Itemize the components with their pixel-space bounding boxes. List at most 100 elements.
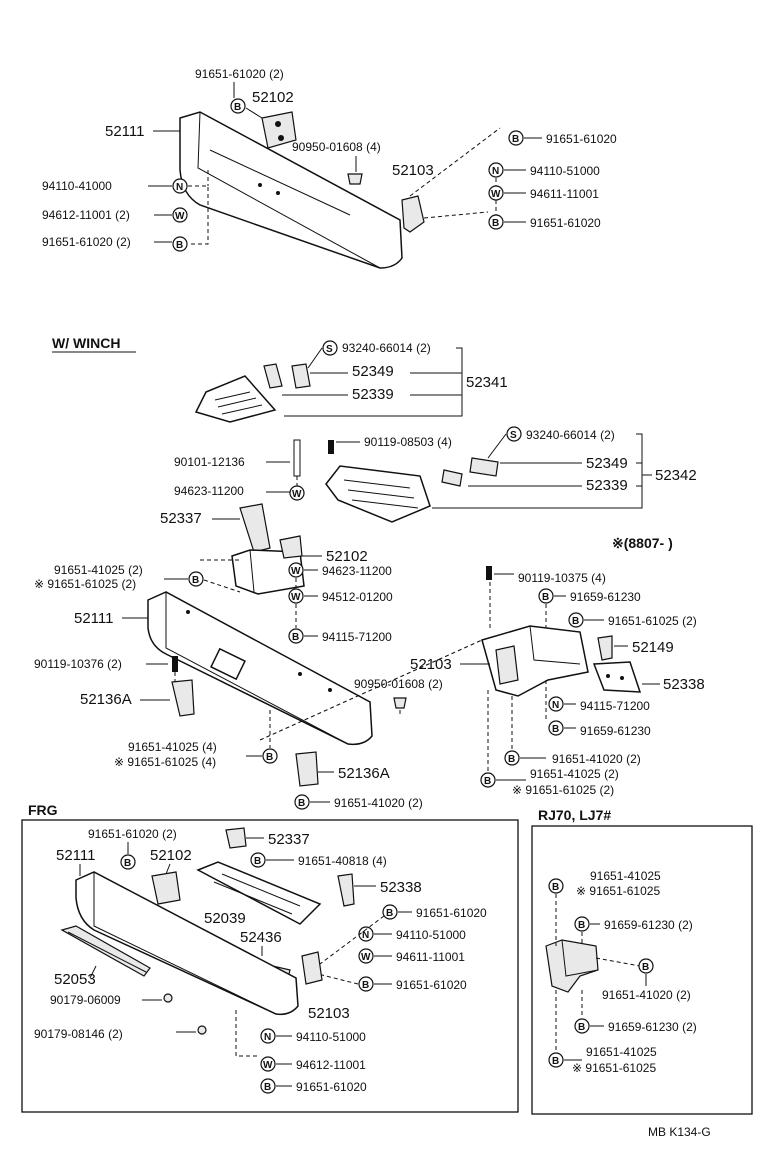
label-frg-washer-11001: 94611-11001 (396, 950, 465, 964)
winch-title: W/ WINCH (52, 335, 120, 351)
label-bolt-91651-41020-2: 91651-41020 (2) (552, 752, 641, 766)
svg-text:W: W (292, 489, 302, 500)
rj70-frame (531, 825, 753, 1115)
label-52111-winch: 52111 (74, 610, 114, 627)
label-frg-bolt-61020-2: 91651-61020 (2) (88, 827, 177, 841)
label-bolt-41025-2: 91651-41025 (2) (54, 563, 143, 577)
label-52111: 52111 (105, 123, 145, 140)
label-bolt-91651-61025-2b: ※ 91651-61025 (2) (512, 783, 614, 797)
svg-text:S: S (326, 344, 333, 355)
label-bolt-r1: 91651-61020 (546, 132, 617, 146)
label-bolt-52102: 91651-61020 (2) (195, 67, 284, 81)
label-rj-bolt-41025: 91651-41025 (590, 869, 661, 883)
skid-plate-52039 (196, 861, 322, 925)
label-bolt-90119-10375: 90119-10375 (4) (518, 571, 606, 585)
label-rj-bolt-91659-a: 91659-61230 (2) (604, 918, 693, 932)
label-nut-94115: 94115-71200 (580, 699, 650, 713)
svg-text:B: B (362, 980, 369, 991)
label-frg-52102: 52102 (150, 847, 192, 864)
footer-code: MB K134-G (648, 1125, 711, 1139)
label-plug-2: 90950-01608 (2) (354, 677, 443, 691)
bolt-symbol (230, 98, 246, 114)
svg-text:B: B (484, 776, 491, 787)
svg-text:B: B (386, 908, 393, 919)
svg-text:W: W (491, 189, 501, 200)
bracket-52337 (239, 503, 271, 553)
label-washer-94512: 94512-01200 (322, 590, 393, 604)
label-bolt-90119-10376: 90119-10376 (2) (34, 657, 122, 671)
label-frg-bolt-40818: 91651-40818 (4) (298, 854, 387, 868)
bolt-symbol-letter: B (234, 102, 241, 113)
label-bolt-91651-61025-2: 91651-61025 (2) (608, 614, 697, 628)
svg-text:W: W (175, 211, 185, 222)
bracket-52338 (592, 661, 642, 693)
label-rj-bolt-61025: ※ 91651-61025 (576, 884, 660, 898)
label-frg-52103: 52103 (308, 1005, 350, 1022)
svg-text:B: B (542, 592, 549, 603)
front-bumper-frg (75, 871, 299, 1016)
label-bolt-41020-2: 91651-41020 (2) (334, 796, 423, 810)
label-bolt-94115: 94115-71200 (322, 630, 392, 644)
svg-text:W: W (263, 1060, 273, 1071)
svg-text:W: W (291, 592, 301, 603)
top-assembly: 91651-61020 (2) B 52102 52111 90950-0160… (42, 67, 617, 269)
plug-icon (347, 173, 363, 185)
bracket-52103-frg (301, 951, 323, 985)
svg-text:B: B (292, 632, 299, 643)
label-52339-b: 52339 (586, 477, 628, 494)
label-frg-clip-06009: 90179-06009 (50, 993, 121, 1007)
label-bolt-90101: 90101-12136 (174, 455, 245, 469)
svg-text:B: B (578, 920, 585, 931)
skid-plate-52341 (194, 375, 277, 423)
svg-text:B: B (254, 856, 261, 867)
label-screw-a: 93240-66014 (2) (342, 341, 431, 355)
label-bolt-left: 91651-61020 (2) (42, 235, 131, 249)
svg-text:B: B (552, 1056, 559, 1067)
bracket-52102 (261, 111, 297, 149)
label-bolt-r2: 91651-61020 (530, 216, 601, 230)
svg-text:S: S (510, 430, 517, 441)
label-frg-nut-51000: 94110-51000 (396, 928, 466, 942)
front-bumper-52111-winch (147, 591, 373, 746)
label-plug: 90950-01608 (4) (292, 140, 381, 154)
label-bolt-61025-4: ※ 91651-61025 (4) (114, 755, 216, 769)
label-frg-52337: 52337 (268, 831, 310, 848)
label-frg-bolt-61020-c: 91651-61020 (296, 1080, 367, 1094)
label-bolt-90119-08503: 90119-08503 (4) (364, 435, 452, 449)
bracket-rj70 (545, 939, 599, 993)
label-52338-winch: 52338 (663, 676, 705, 693)
label-frg-bolt-61020: 91651-61020 (416, 906, 487, 920)
svg-text:B: B (552, 724, 559, 735)
svg-text:B: B (578, 1022, 585, 1033)
bracket-52136A-a (171, 679, 195, 717)
label-52149: 52149 (632, 639, 674, 656)
bracket-52136A-b (295, 751, 319, 787)
label-52103: 52103 (392, 162, 434, 179)
label-frg-52111: 52111 (56, 847, 96, 864)
frg-title: FRG (28, 802, 58, 818)
label-52102: 52102 (252, 89, 294, 106)
svg-text:B: B (552, 882, 559, 893)
svg-text:B: B (298, 798, 305, 809)
label-bolt-61025-2: ※ 91651-61025 (2) (34, 577, 136, 591)
label-52349-b: 52349 (586, 455, 628, 472)
label-bolt-91659-a: 91659-61230 (570, 590, 641, 604)
label-52136A-a: 52136A (80, 691, 132, 708)
svg-text:N: N (176, 182, 183, 193)
svg-text:B: B (266, 752, 273, 763)
label-frg-clip-08146: 90179-08146 (2) (34, 1027, 123, 1041)
rj70-section: RJ70, LJ7# B 91651-41025 ※ 91651-61025 B… (531, 807, 753, 1115)
label-rj-bolt-91659-b: 91659-61230 (2) (608, 1020, 697, 1034)
svg-text:B: B (572, 616, 579, 627)
label-frg-bolt-61020-b: 91651-61020 (396, 978, 467, 992)
svg-text:B: B (508, 754, 515, 765)
label-52136A-b: 52136A (338, 765, 390, 782)
label-52102-winch: 52102 (326, 548, 368, 565)
svg-text:B: B (642, 962, 649, 973)
label-frg-washer-12: 94612-11001 (296, 1058, 366, 1072)
svg-text:W: W (291, 566, 301, 577)
winch-section: W/ WINCH S 93240-66014 (2) 52349 52339 5… (34, 335, 705, 810)
svg-text:B: B (124, 858, 131, 869)
label-washer-left: 94612-11001 (2) (42, 208, 130, 222)
